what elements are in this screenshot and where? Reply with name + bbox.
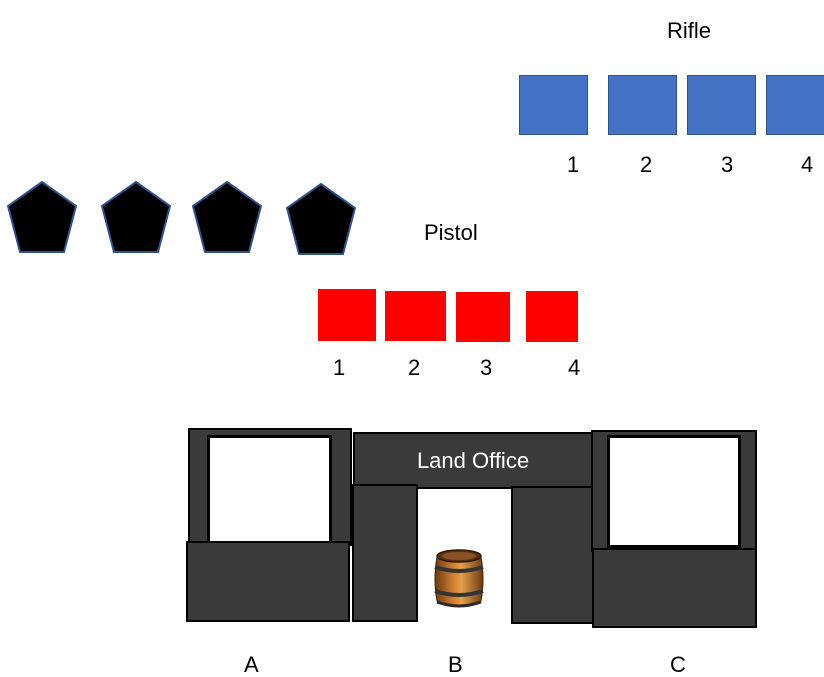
pistol-title: Pistol [424,220,478,245]
pistol-target-3 [456,292,510,342]
center-right-pillar [511,486,595,624]
pistol-target-label-1: 1 [333,355,346,380]
pistol-target-label-2: 2 [408,355,421,380]
rifle-target-3 [687,75,756,135]
position-label-b: B [448,652,463,677]
land-office-sign: Land Office [353,432,593,489]
pentagon-target-1 [6,180,78,253]
booth-c-counter [592,548,757,628]
pentagon-target-2 [100,180,172,253]
center-left-pillar [352,484,418,622]
booth-a-counter [186,541,350,622]
rifle-target-label-4: 4 [801,152,814,177]
pistol-target-label-4: 4 [568,355,581,380]
rifle-target-label-1: 1 [567,152,580,177]
booth-a-window-inner [213,441,326,542]
pentagon-target-3 [191,180,263,253]
land-office-sign-text: Land Office [416,447,530,473]
position-label-c: C [670,652,686,677]
pentagon-targets [6,180,357,255]
pistol-target-4 [526,291,578,342]
booth-c-window [607,435,741,548]
rifle-target-2 [608,75,677,135]
pistol-target-1 [318,289,376,341]
rifle-target-label-2: 2 [640,152,653,177]
pistol-target-2 [385,291,446,341]
position-label-a: A [244,652,259,677]
rifle-target-1 [519,75,588,135]
pentagon-target-4 [285,182,357,255]
rifle-target-4 [766,75,824,135]
pistol-target-label-3: 3 [480,355,493,380]
rifle-target-label-3: 3 [721,152,734,177]
rifle-title: Rifle [667,18,712,43]
barrel-icon [434,549,484,608]
